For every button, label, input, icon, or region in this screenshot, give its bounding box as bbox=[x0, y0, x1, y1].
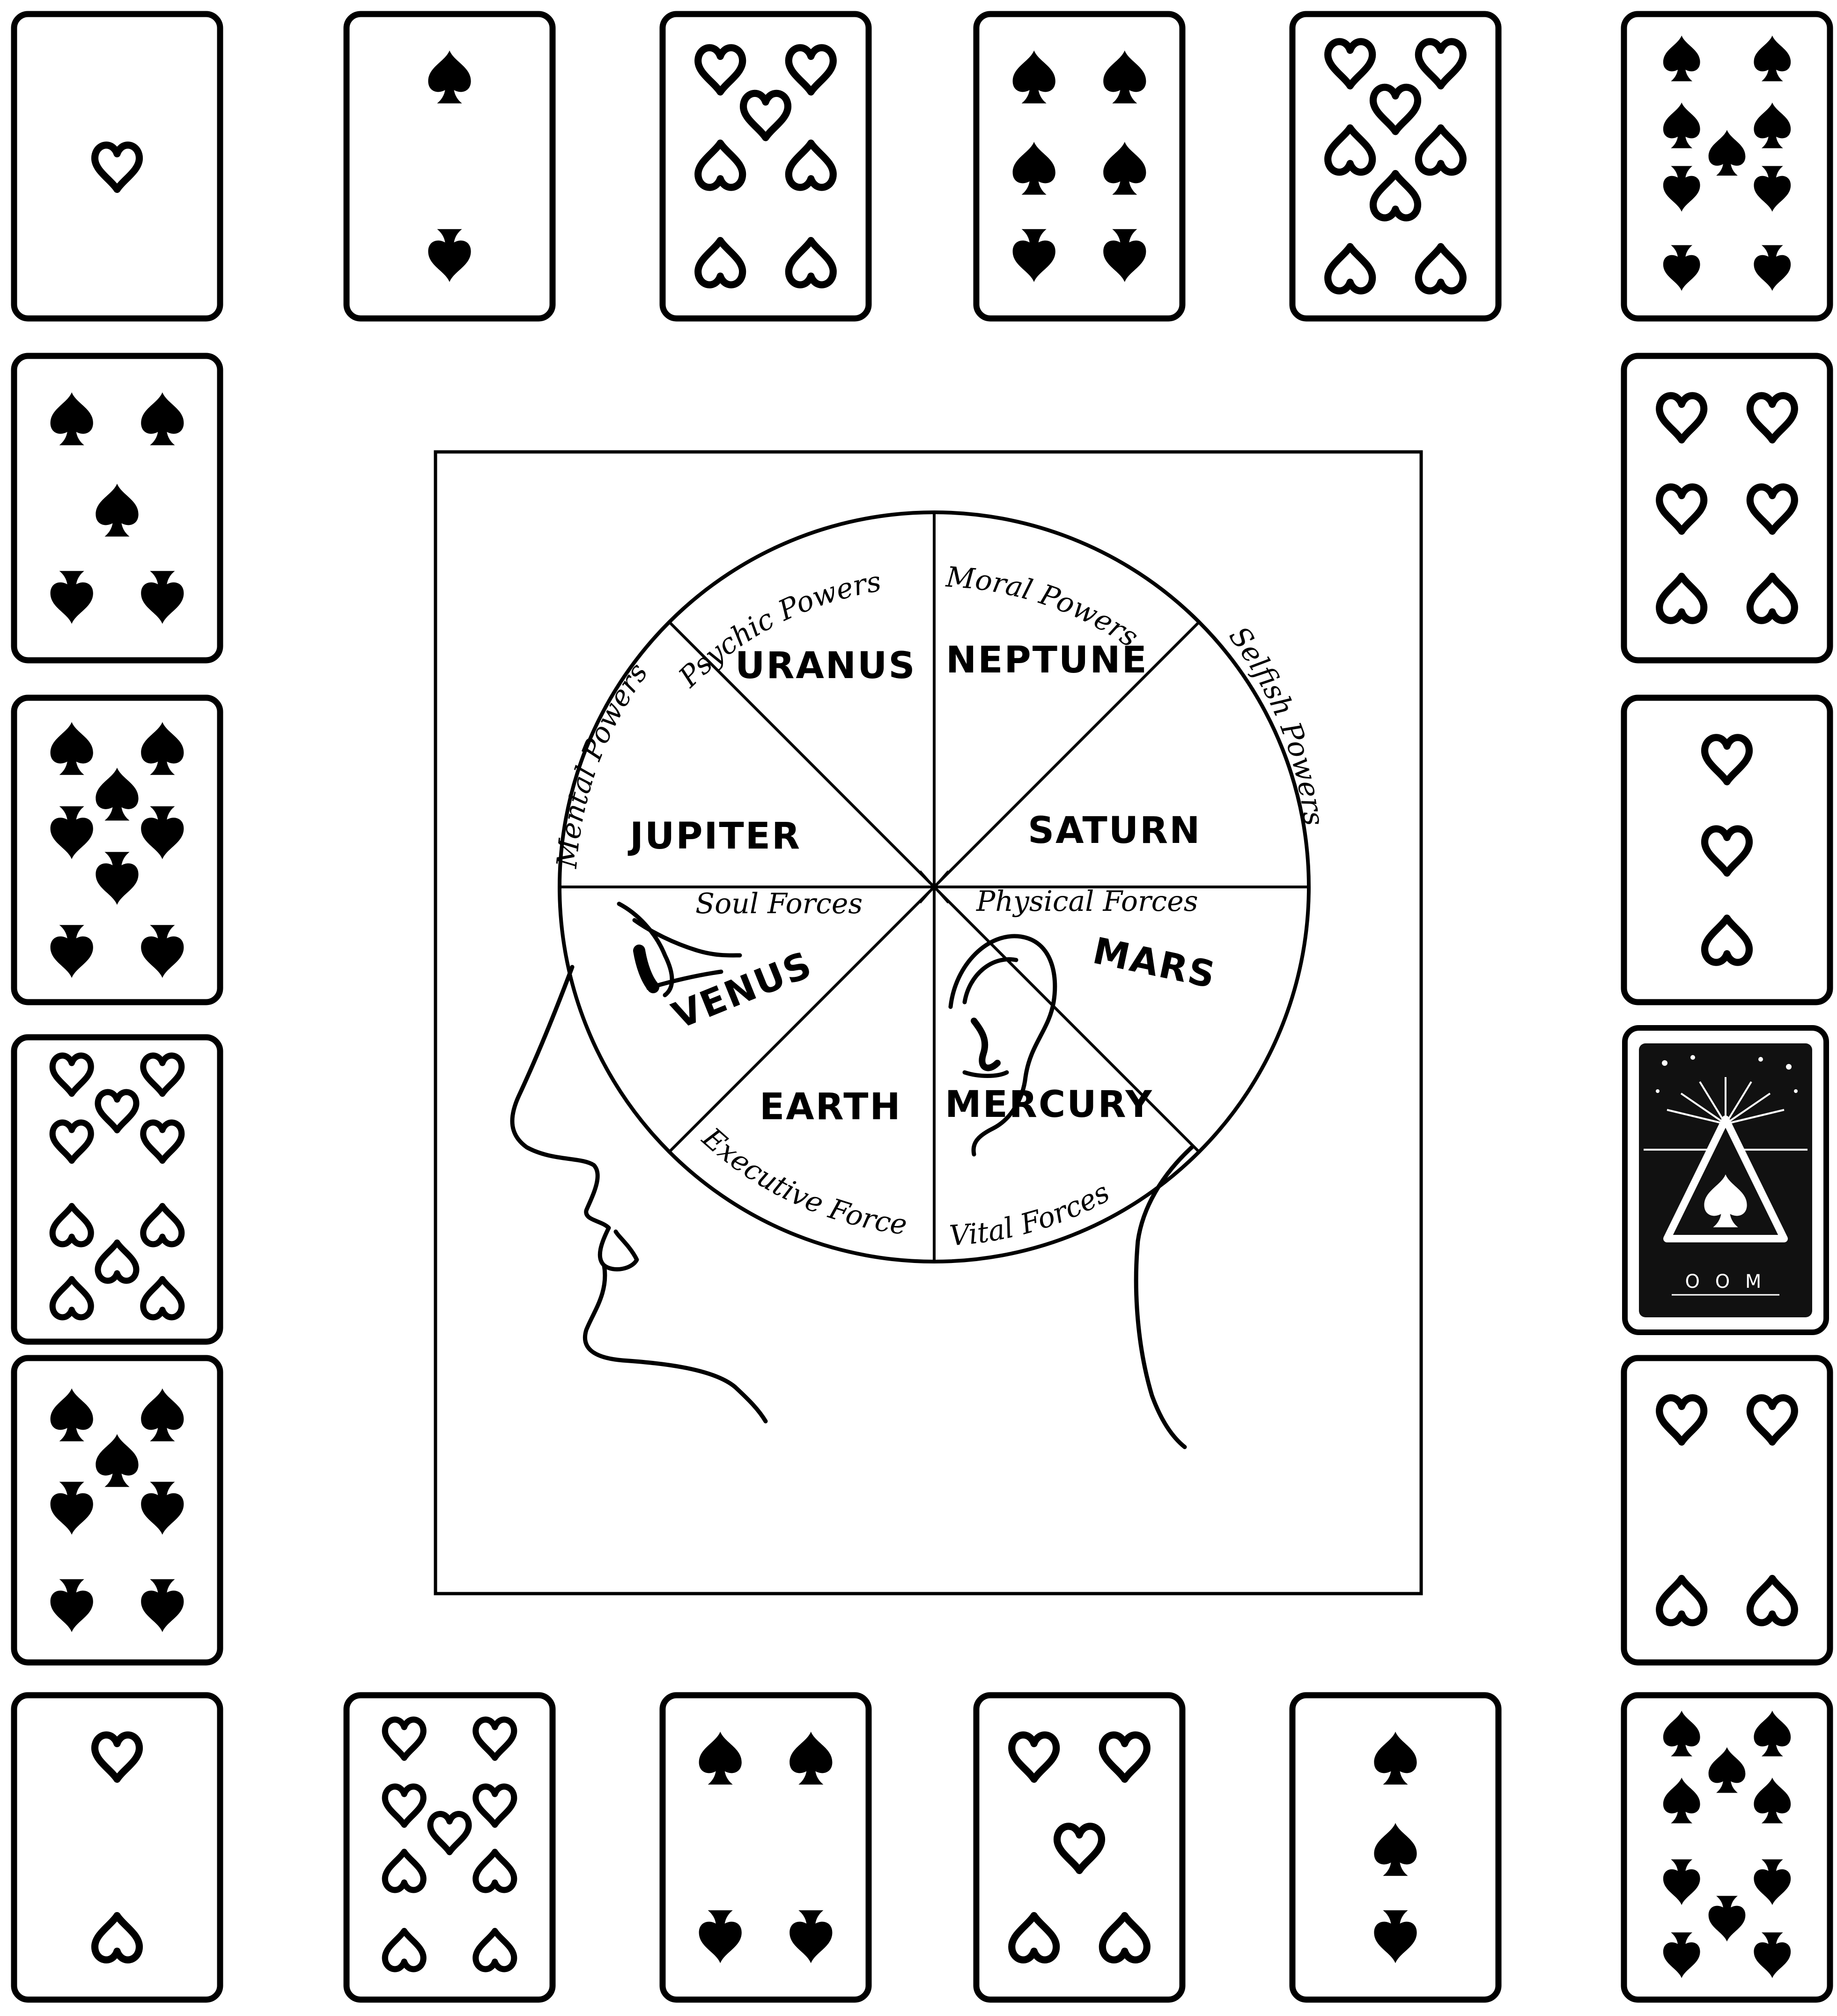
label-neptune: NEPTUNE bbox=[946, 639, 1148, 681]
label-mercury: MERCURY bbox=[945, 1084, 1153, 1126]
card-top-4 bbox=[976, 14, 1182, 318]
card-outline bbox=[1624, 356, 1830, 660]
card-left-3 bbox=[14, 1037, 220, 1342]
card-left-2 bbox=[14, 698, 220, 1002]
label-physical-forces: Physical Forces bbox=[976, 885, 1198, 918]
label-uranus: URANUS bbox=[735, 645, 916, 687]
card-bottom-1 bbox=[14, 1695, 220, 2000]
card-left-1 bbox=[14, 356, 220, 660]
card-outline bbox=[663, 14, 869, 318]
card-right-1 bbox=[1624, 356, 1830, 660]
card-outline bbox=[976, 14, 1182, 318]
label-jupiter: JUPITER bbox=[627, 815, 801, 857]
card-bottom-6 bbox=[1624, 1695, 1830, 2000]
card-right-2 bbox=[1624, 698, 1830, 1002]
card-outline bbox=[1624, 1695, 1830, 2000]
card-outline bbox=[663, 1695, 869, 2000]
card-outline bbox=[14, 1358, 220, 1662]
card-top-1 bbox=[14, 14, 220, 318]
card-bottom-3 bbox=[663, 1695, 869, 2000]
card-right-4 bbox=[1624, 1358, 1830, 1662]
card-outline bbox=[14, 1037, 220, 1342]
label-saturn: SATURN bbox=[1028, 810, 1201, 852]
card-bottom-4 bbox=[976, 1695, 1182, 2000]
card-outline bbox=[1624, 1358, 1830, 1662]
card-left-4 bbox=[14, 1358, 220, 1662]
card-back-brand: O O M bbox=[1685, 1271, 1766, 1292]
card-top-3 bbox=[663, 14, 869, 318]
label-soul-forces: Soul Forces bbox=[695, 887, 863, 920]
label-earth: EARTH bbox=[760, 1086, 902, 1128]
card-top-2 bbox=[347, 14, 553, 318]
card-outline bbox=[14, 698, 220, 1002]
card-bottom-5 bbox=[1292, 1695, 1498, 2000]
card-back-oom: O O M bbox=[1625, 1028, 1826, 1332]
card-bottom-2 bbox=[347, 1695, 553, 2000]
card-outline bbox=[1292, 14, 1498, 318]
card-top-6 bbox=[1624, 14, 1830, 318]
card-top-5 bbox=[1292, 14, 1498, 318]
